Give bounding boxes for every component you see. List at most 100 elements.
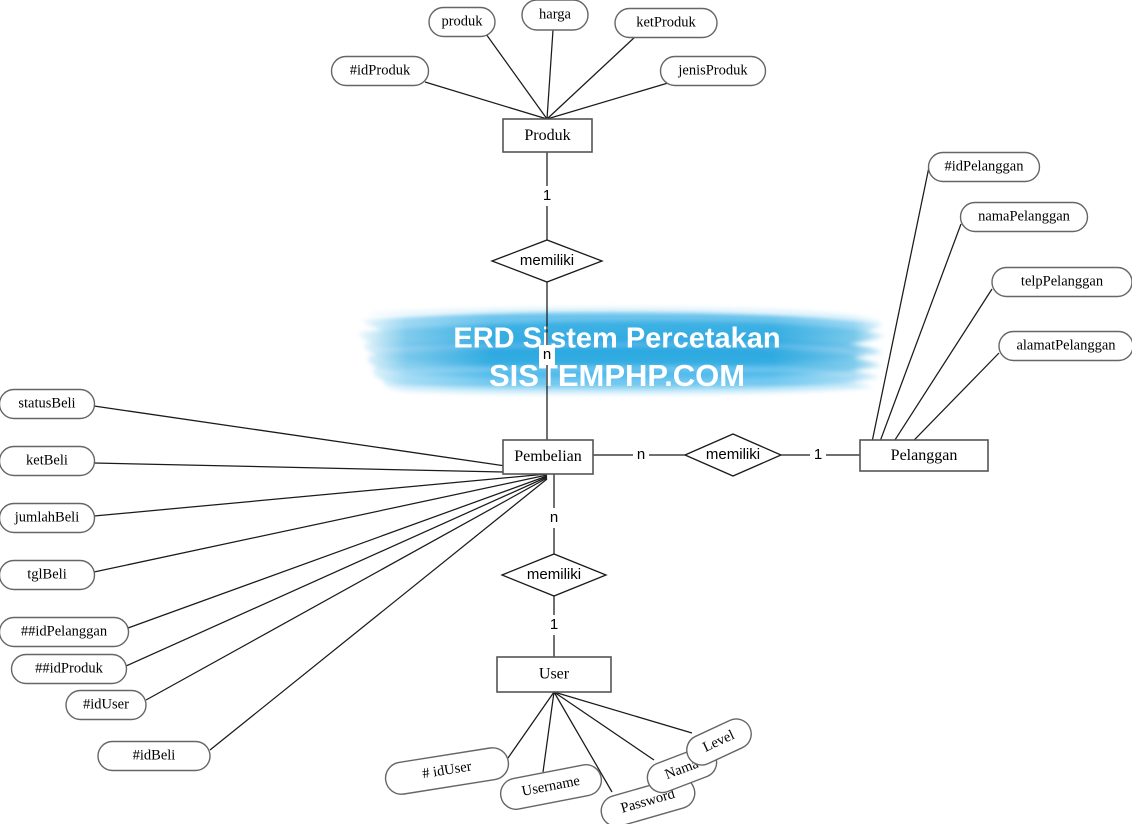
connector-idpelanggan (865, 166, 930, 472)
attributes-produk: #idProduk produk harga ketProduk jenisPr… (330, 0, 767, 87)
attribute-produk-name-shape[interactable] (428, 6, 496, 38)
attribute-fkiduser-shape[interactable] (65, 689, 147, 721)
attribute-idproduk-shape[interactable] (330, 55, 430, 87)
entity-produk-box[interactable] (502, 118, 593, 153)
cardinality-pembelian-bottom: n (550, 509, 558, 526)
attribute-harga-label: harga (539, 6, 572, 22)
entity-produk[interactable]: Produk (502, 118, 593, 153)
attribute-jenisproduk[interactable]: jenisProduk (659, 55, 767, 87)
attribute-idproduk-label: #idProduk (350, 62, 411, 78)
attribute-idbeli[interactable]: #idBeli (97, 740, 211, 772)
attributes-pelanggan: #idPelanggan namaPelanggan telpPelanggan… (927, 151, 1132, 362)
connector-fkiduser (145, 477, 548, 701)
entity-pelanggan-box[interactable] (859, 439, 989, 472)
attribute-statusbeli[interactable]: statusBeli (0, 388, 96, 420)
entity-pelanggan[interactable]: Pelanggan (859, 439, 989, 472)
attribute-jumlahbeli-label: jumlahBeli (14, 509, 79, 525)
attribute-user-iduser[interactable]: # idUser (383, 745, 510, 796)
attribute-fkidproduk-label: ##idProduk (35, 660, 103, 676)
attribute-user-username-shape[interactable] (498, 762, 604, 812)
attribute-fkidproduk[interactable]: ##idProduk (10, 653, 128, 685)
connector-unama (553, 691, 655, 761)
attribute-user-iduser-shape[interactable] (383, 745, 510, 796)
relationship-pembelian-pelanggan[interactable]: memiliki (683, 433, 783, 477)
card-bg-5 (546, 508, 562, 528)
attribute-fkiduser[interactable]: #idUser (65, 689, 147, 721)
attribute-jumlahbeli-shape[interactable] (0, 502, 96, 534)
attribute-user-level-shape[interactable] (682, 714, 756, 770)
attribute-harga-shape[interactable] (521, 0, 589, 31)
attribute-ketproduk[interactable]: ketProduk (614, 7, 718, 39)
entity-user-label: User (539, 666, 570, 683)
attribute-produk-name-label: produk (441, 13, 483, 29)
connector-produk-name (485, 33, 548, 120)
attribute-ketbeli-label: ketBeli (26, 452, 68, 468)
card-bg-1 (539, 186, 555, 206)
card-bg-2 (539, 345, 555, 365)
attribute-statusbeli-shape[interactable] (0, 388, 96, 420)
attribute-fkidpelanggan-shape[interactable] (0, 616, 130, 648)
attribute-fkiduser-label: #idUser (83, 696, 129, 712)
attribute-idpelanggan-label: #idPelanggan (945, 158, 1025, 174)
relationship-label-3: memiliki (527, 566, 581, 583)
card-bg-6 (546, 615, 562, 635)
entity-pembelian[interactable]: Pembelian (502, 439, 594, 475)
entity-produk-label: Produk (524, 127, 570, 144)
entity-user-box[interactable] (496, 656, 612, 693)
connector-jenisproduk (546, 82, 669, 120)
entity-user[interactable]: User (496, 656, 612, 693)
attribute-ketproduk-shape[interactable] (614, 7, 718, 39)
relationship-diamond-3[interactable] (500, 553, 608, 597)
connector-uusername (542, 691, 555, 773)
attribute-alamatpelanggan[interactable]: alamatPelanggan (998, 330, 1132, 362)
attributes-user: # idUser Username Password Nama Level (383, 714, 756, 824)
attribute-user-username[interactable]: Username (498, 762, 604, 812)
card-bg-4 (810, 445, 826, 465)
attribute-alamatpelanggan-shape[interactable] (998, 330, 1132, 362)
card-bg-3 (633, 445, 649, 465)
attribute-tglbeli-shape[interactable] (0, 559, 96, 591)
attribute-idbeli-shape[interactable] (97, 740, 211, 772)
attribute-idproduk[interactable]: #idProduk (330, 55, 430, 87)
attribute-ketbeli[interactable]: ketBeli (0, 445, 96, 477)
attribute-fkidproduk-shape[interactable] (10, 653, 128, 685)
watermark-title: ERD Sistem Percetakan (453, 323, 780, 355)
relationship-diamond-1[interactable] (490, 239, 604, 283)
attribute-telppelanggan-shape[interactable] (991, 266, 1132, 298)
attribute-tglbeli[interactable]: tglBeli (0, 559, 96, 591)
cardinality-labels: 1 n n 1 n 1 (539, 186, 826, 635)
watermark-fade-y (352, 300, 892, 400)
relationship-label-2: memiliki (706, 446, 760, 463)
attribute-tglbeli-label: tglBeli (27, 566, 66, 582)
attribute-jumlahbeli[interactable]: jumlahBeli (0, 502, 96, 534)
attribute-harga[interactable]: harga (521, 0, 589, 31)
attribute-ketbeli-shape[interactable] (0, 445, 96, 477)
attribute-idpelanggan[interactable]: #idPelanggan (927, 151, 1041, 183)
relationship-label-1: memiliki (520, 252, 574, 269)
attribute-namapelanggan[interactable]: namaPelanggan (959, 201, 1089, 233)
attribute-user-iduser-label: # idUser (421, 759, 473, 783)
attribute-namapelanggan-shape[interactable] (959, 201, 1089, 233)
connector-uiduser (507, 691, 555, 759)
attribute-telppelanggan[interactable]: telpPelanggan (991, 266, 1132, 298)
attribute-idpelanggan-shape[interactable] (927, 151, 1041, 183)
relationship-diamond-2[interactable] (683, 433, 783, 477)
connector-jumlahbeli (93, 473, 548, 517)
attribute-user-level[interactable]: Level (682, 714, 756, 770)
entity-pembelian-label: Pembelian (514, 448, 582, 465)
connector-harga (546, 29, 554, 120)
connector-statusbeli (93, 405, 548, 473)
attributes-pembelian: statusBeli ketBeli jumlahBeli tglBeli ##… (0, 388, 211, 772)
attribute-jenisproduk-shape[interactable] (659, 55, 767, 87)
connector-upassword (553, 691, 613, 793)
relationship-produk-pembelian[interactable]: memiliki (490, 239, 604, 283)
connector-ketproduk (546, 35, 637, 120)
attribute-fkidpelanggan[interactable]: ##idPelanggan (0, 616, 130, 648)
entity-pembelian-box[interactable] (502, 439, 594, 475)
connector-namapelanggan (868, 223, 962, 472)
attribute-namapelanggan-label: namaPelanggan (978, 208, 1071, 224)
attribute-produk-name[interactable]: produk (428, 6, 496, 38)
cardinality-user-top: 1 (550, 616, 558, 633)
relationship-pembelian-user[interactable]: memiliki (500, 553, 608, 597)
